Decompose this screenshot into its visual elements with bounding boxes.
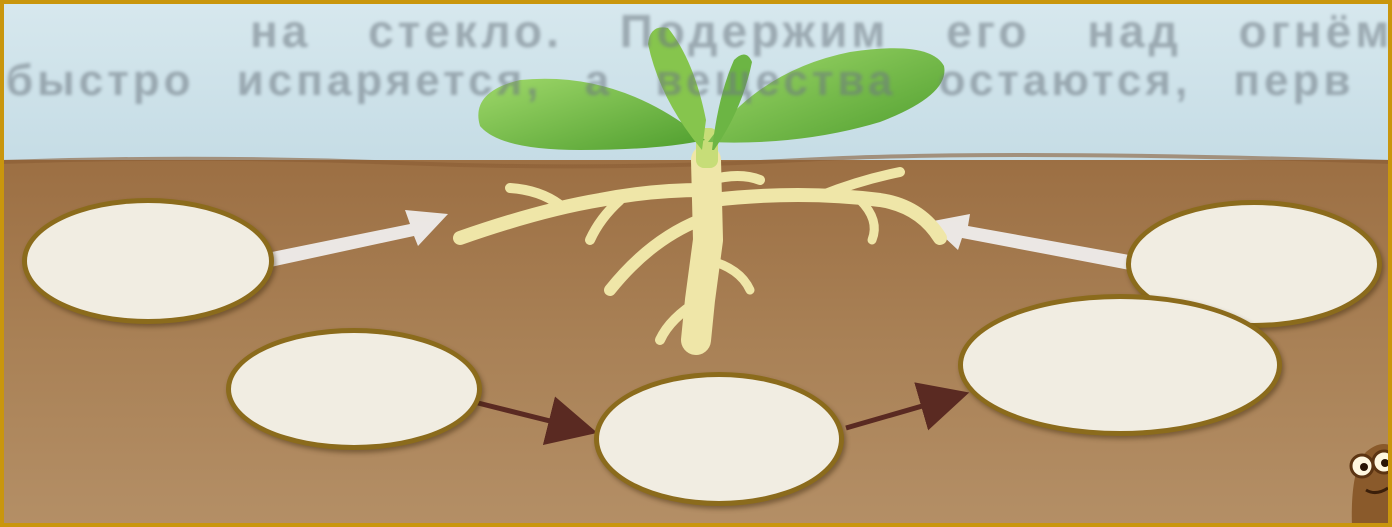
owl-character-icon bbox=[1351, 444, 1392, 527]
blank-oval-right-middle[interactable] bbox=[958, 294, 1282, 436]
background-text-line-2: быстро испаряется, а вещества остаются, … bbox=[6, 56, 1354, 106]
blank-oval-center-bottom[interactable] bbox=[594, 372, 844, 506]
blank-oval-left-top[interactable] bbox=[22, 198, 274, 324]
blank-oval-left-bottom[interactable] bbox=[226, 328, 482, 450]
background-text-line-1: на стекло. Подержим его над огнём. Вода bbox=[250, 4, 1392, 58]
